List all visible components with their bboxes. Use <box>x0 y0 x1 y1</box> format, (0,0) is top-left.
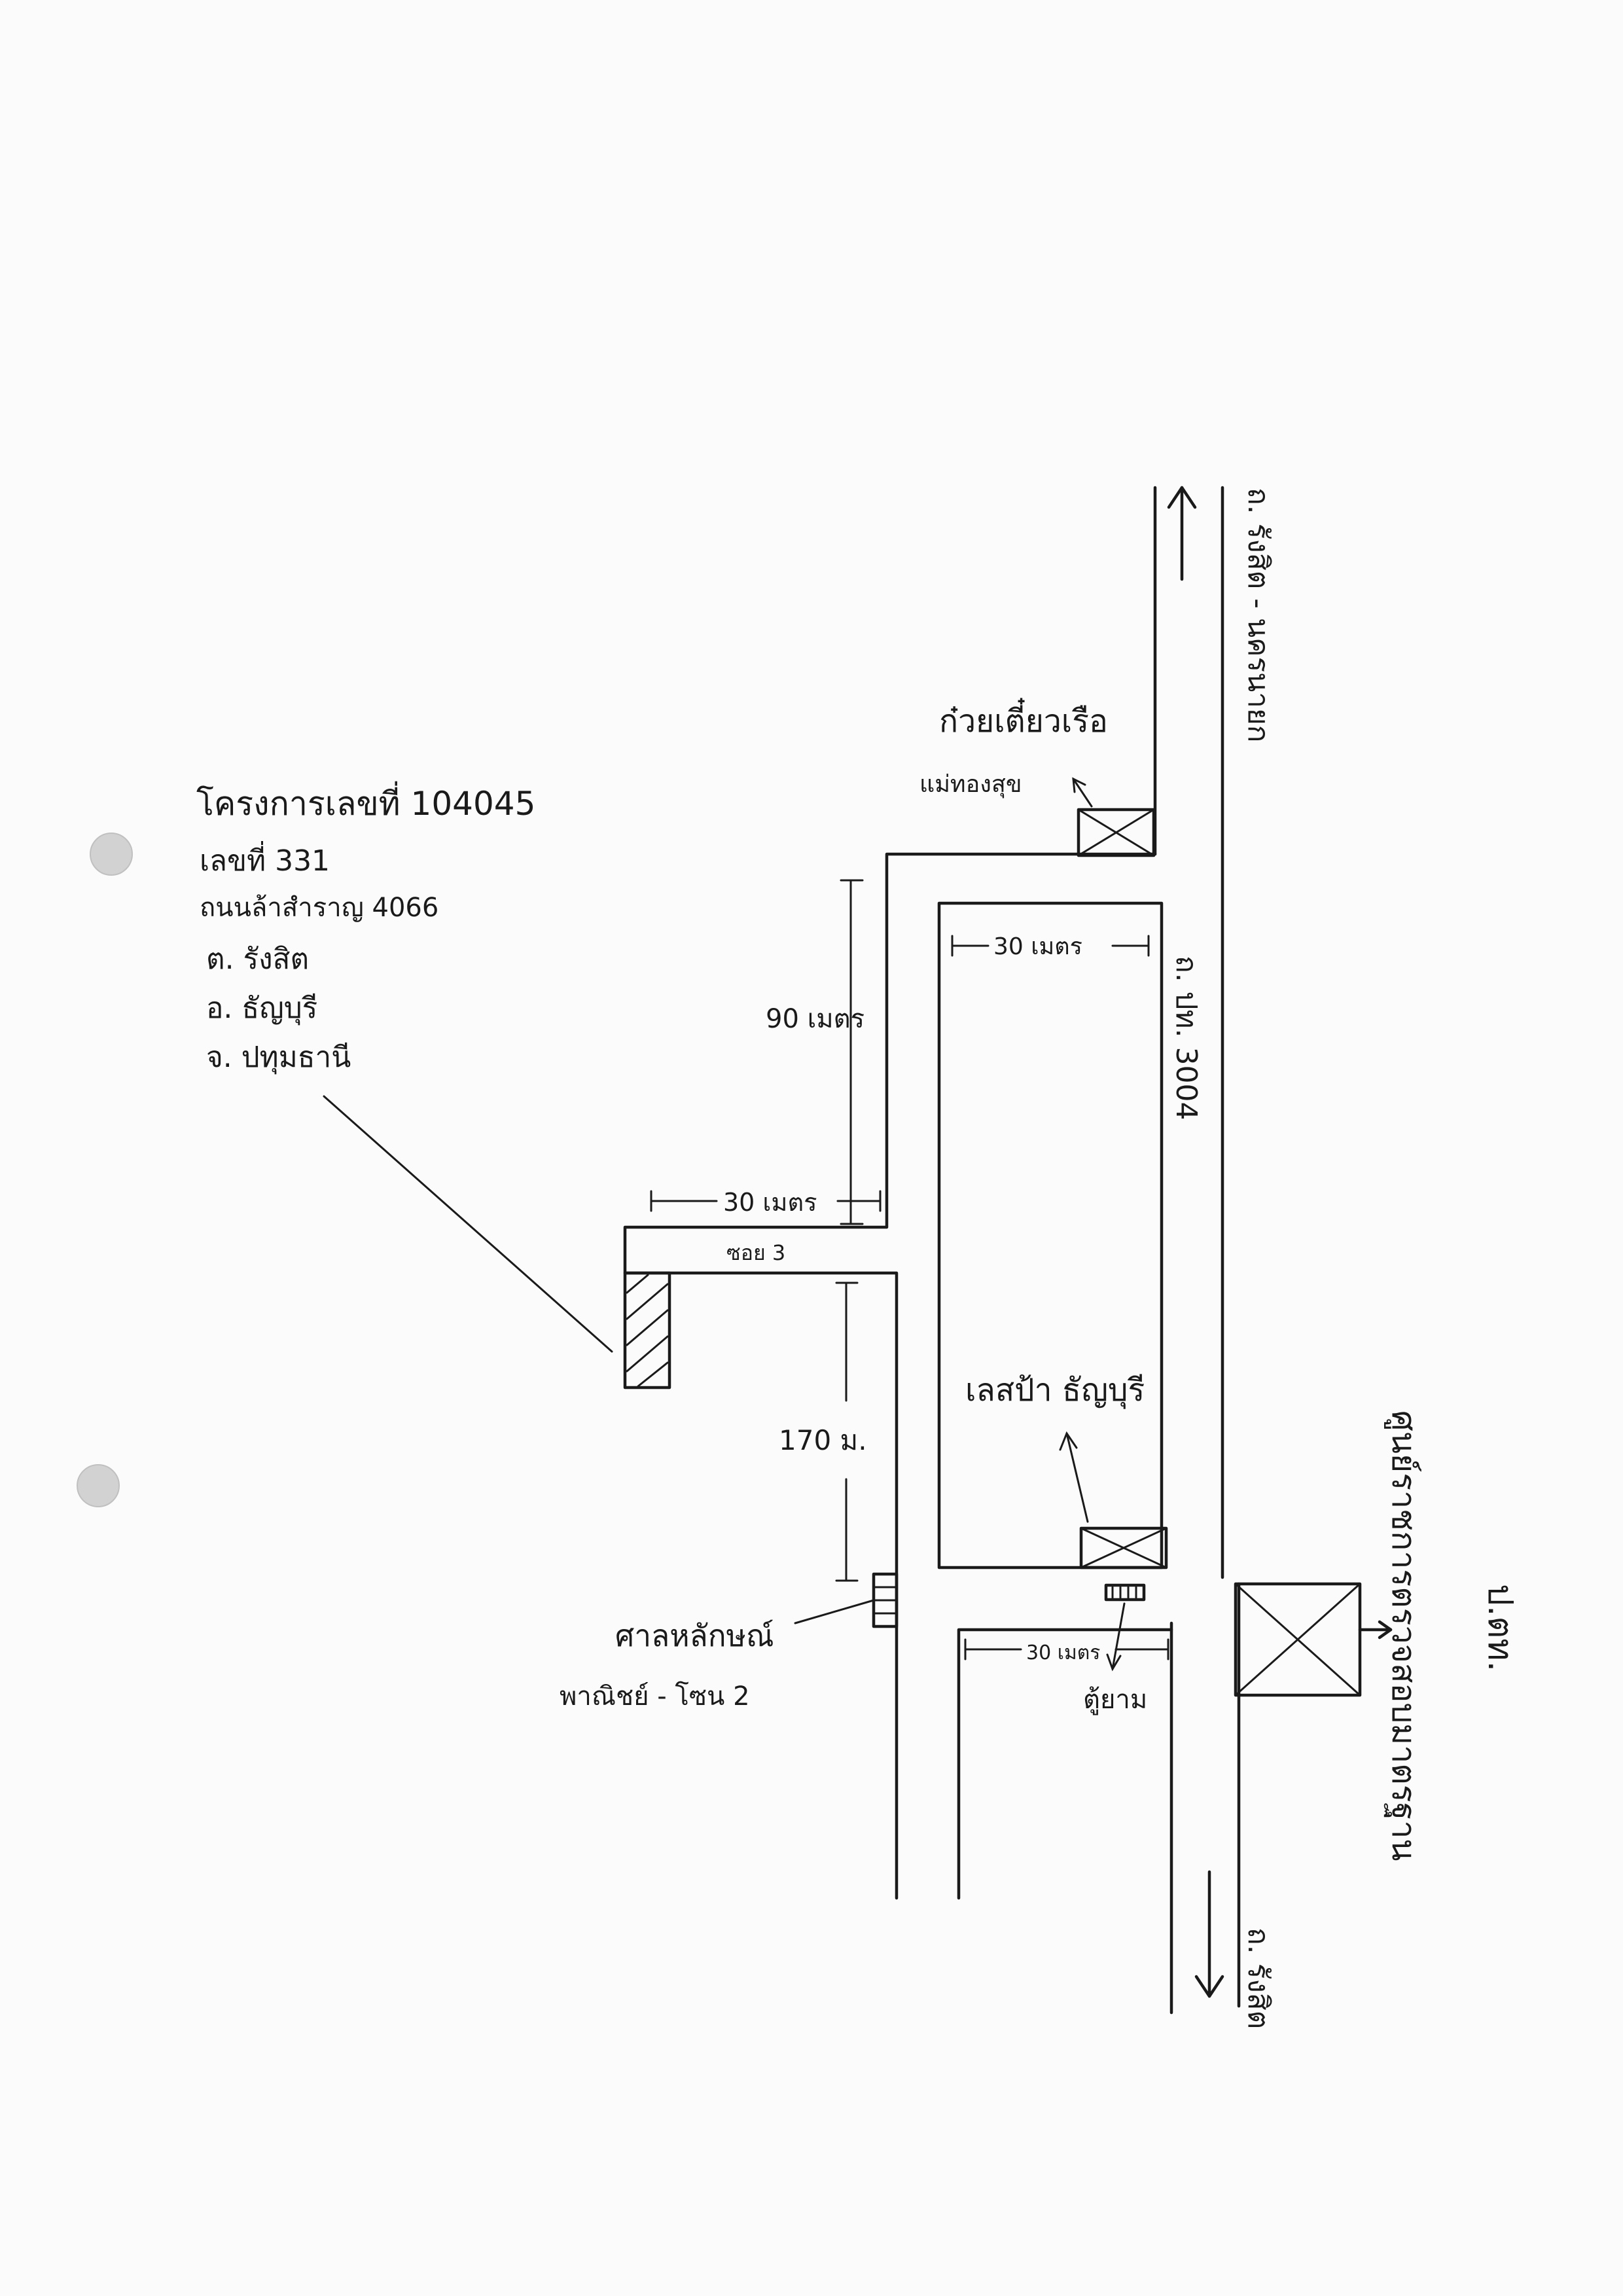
noodle-owner-label: แม่ทองสุข <box>919 771 1022 798</box>
subdistrict-text: ต. รังสิต <box>206 942 309 976</box>
dimension-90m <box>840 879 864 1225</box>
distance-30m-lower-label: 30 เมตร <box>1026 1641 1100 1664</box>
center-arrow-icon <box>1358 1620 1393 1640</box>
province-text: จ. ปทุมธานี <box>206 1041 351 1075</box>
house-number-text: เลขที่ 331 <box>200 840 330 878</box>
landmark-arrow-icon <box>1059 1431 1089 1523</box>
landmark-name-label: เลสป้า ธัญบุรี <box>965 1372 1145 1409</box>
soi-road-outline <box>623 852 1157 1900</box>
punch-hole-upper <box>90 833 133 876</box>
arrow-up-icon <box>1167 486 1197 581</box>
road-to-bottom-label: ถ. รังสิต <box>1241 1928 1275 2029</box>
main-road-label: ถ. ปท. 3004 <box>1169 956 1203 1121</box>
noodle-arrow-icon <box>1072 777 1093 808</box>
booth-arrow-icon <box>1106 1602 1126 1672</box>
lower-block-outline <box>957 1628 1173 1900</box>
arrow-down-icon <box>1194 1870 1224 1998</box>
dimension-30m-block <box>951 935 1150 957</box>
road-name-text: ถนนล้าสำราญ 4066 <box>200 893 438 923</box>
landmark-building <box>1079 1526 1168 1570</box>
site-leader-line <box>323 1095 613 1353</box>
punch-hole-lower <box>77 1464 120 1507</box>
soi-name-label: ซอย 3 <box>726 1240 785 1265</box>
distance-30m-soi-label: 30 เมตร <box>723 1188 817 1217</box>
shrine-title-label: ศาลหลักษณ์ <box>615 1618 774 1653</box>
central-block <box>937 901 1164 1570</box>
district-text: อ. ธัญบุรี <box>206 992 317 1026</box>
dimension-30m-lower <box>964 1638 1169 1660</box>
road-to-top-label: ถ. รังสิต - นครนายก <box>1241 488 1275 742</box>
station-code-text: โครงการเลขที่ 104045 <box>196 781 535 823</box>
shrine-leader-line <box>794 1599 875 1624</box>
phone-booth-label: ตู้ยาม <box>1083 1685 1147 1715</box>
address-block: โครงการเลขที่ 104045 เลขที่ 331 ถนนล้าสำ… <box>196 781 535 1075</box>
center-building <box>1234 1582 1362 1697</box>
dimension-170m <box>835 1282 859 1582</box>
distance-170m-label: 170 ม. <box>779 1424 867 1456</box>
noodle-shop-building <box>1077 808 1156 857</box>
noodle-shop-label: ก๋วยเตี๋ยวเรือ <box>939 698 1108 740</box>
dimension-30m-soi <box>650 1190 882 1212</box>
center-name-label: ศูนย์ราชการตรวจสอบมาตรฐาน <box>1384 1410 1423 1861</box>
shrine-building <box>872 1572 899 1628</box>
right-note-label: ป.ตท. <box>1480 1584 1520 1672</box>
target-site-building <box>623 1271 671 1390</box>
shrine-sub-label: พาณิชย์ - โซน 2 <box>560 1681 750 1712</box>
phone-booth-marker <box>1104 1583 1146 1602</box>
distance-30m-block-label: 30 เมตร <box>993 933 1082 960</box>
distance-90m-label: 90 เมตร <box>766 1004 865 1034</box>
